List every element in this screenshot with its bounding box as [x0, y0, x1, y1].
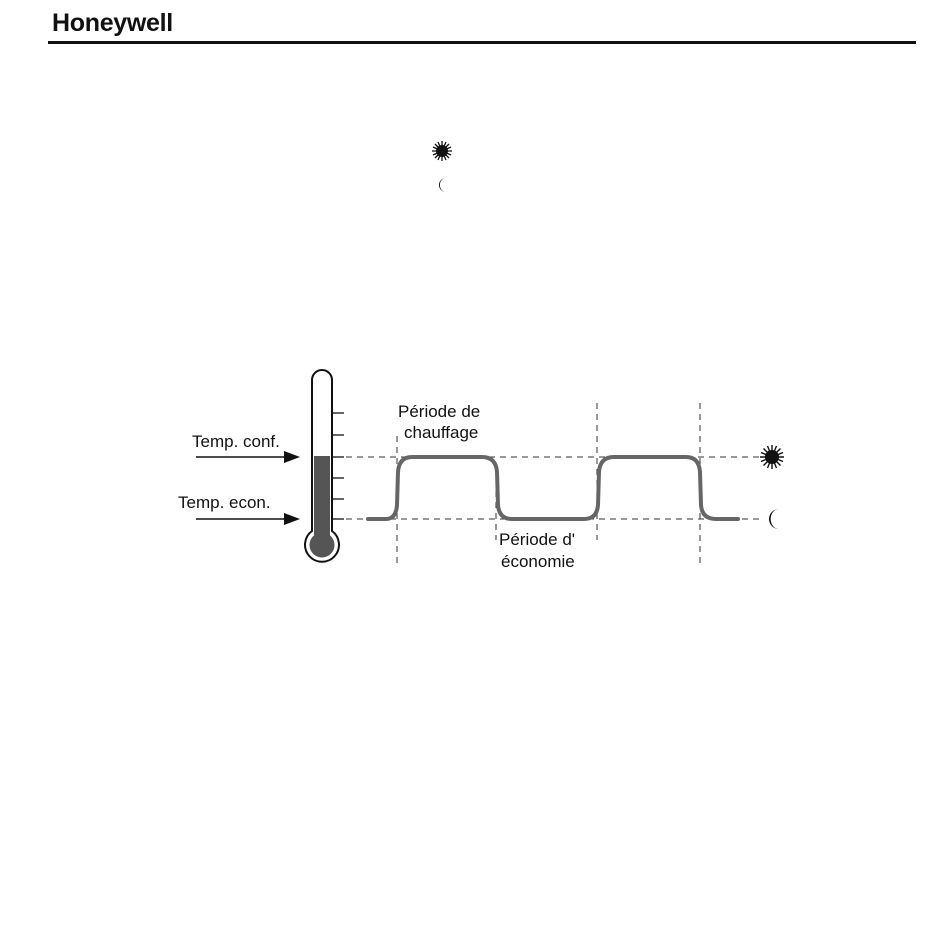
- sun-icon: [760, 445, 784, 469]
- pointer-arrows: [196, 451, 300, 525]
- label-economy-period-line2: économie: [501, 552, 575, 571]
- label-heating-period-line1: Période de: [398, 402, 480, 421]
- thermometer-mercury: [314, 456, 330, 542]
- arrow-head-comfort: [284, 451, 300, 463]
- temperature-curve: [368, 457, 738, 519]
- thermometer: [305, 370, 344, 562]
- label-temp-economy: Temp. econ.: [178, 493, 271, 512]
- label-temp-comfort: Temp. conf.: [192, 432, 280, 451]
- thermometer-bulb: [310, 533, 335, 558]
- label-economy-period-line1: Période d': [499, 530, 575, 549]
- label-heating-period-line2: chauffage: [404, 423, 478, 442]
- thermometer-ticks: [332, 413, 344, 519]
- moon-icon: [769, 509, 779, 529]
- arrow-head-economy: [284, 513, 300, 525]
